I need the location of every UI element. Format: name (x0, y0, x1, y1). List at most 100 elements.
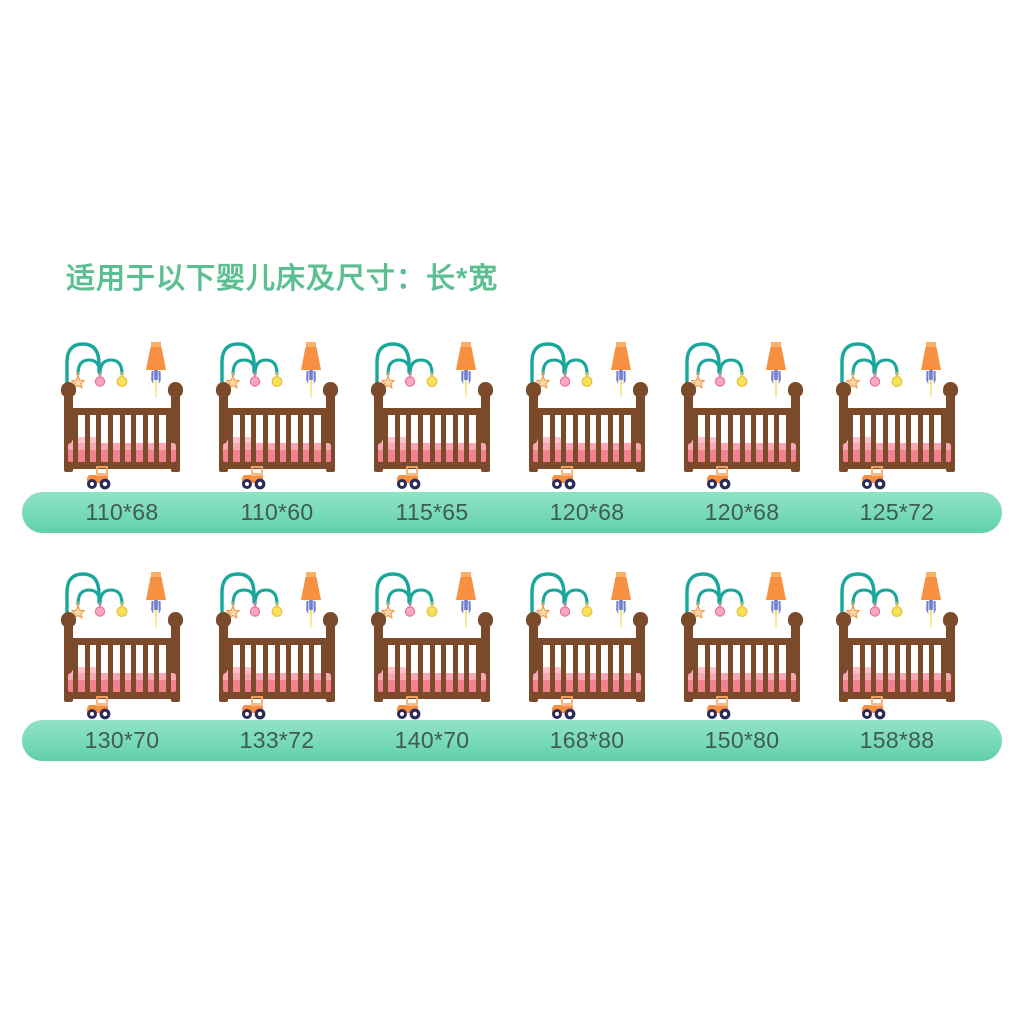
crib-slat (716, 642, 722, 694)
crib-post (529, 620, 538, 702)
crib-post (636, 620, 645, 702)
crib-slat (859, 412, 865, 464)
crib-post (636, 390, 645, 472)
crib-slat (704, 412, 710, 464)
crib-item[interactable] (47, 336, 197, 492)
crib-strip-2 (0, 566, 1024, 722)
crib-item[interactable] (357, 566, 507, 722)
hanging-pink-ball-icon (94, 376, 106, 387)
crib-frame (365, 610, 499, 702)
crib-slat (561, 642, 567, 694)
hanging-pink-ball-icon (869, 606, 881, 617)
crib-item[interactable] (47, 566, 197, 722)
crib-post (374, 620, 383, 702)
crib-slat (131, 642, 137, 694)
crib-slat (286, 412, 292, 464)
crib-slat (154, 642, 160, 694)
lamp-icon (141, 340, 171, 402)
crib-slat (107, 412, 113, 464)
crib-slat (464, 412, 470, 464)
crib-item[interactable] (822, 336, 972, 492)
toy-tractor-icon (394, 696, 428, 720)
crib-bottom-rail (839, 692, 955, 699)
crib-post (326, 620, 335, 702)
crib-slat (848, 412, 853, 464)
crib-illustration (55, 566, 189, 722)
crib-slat (73, 412, 78, 464)
mobile-arm-icon (218, 338, 292, 400)
crib-slats (73, 642, 171, 694)
crib-slat (251, 412, 257, 464)
crib-item[interactable] (202, 336, 352, 492)
crib-top-rail (839, 638, 955, 645)
size-label: 130*70 (84, 727, 160, 753)
crib-post (171, 390, 180, 472)
crib-slat (882, 412, 888, 464)
crib-slat (549, 412, 555, 464)
crib-top-rail (64, 408, 180, 415)
mobile-arm-icon (63, 338, 137, 400)
size-label: 110*60 (240, 499, 314, 525)
crib-bottom-rail (684, 692, 800, 699)
crib-slat (251, 642, 257, 694)
lamp-icon (761, 340, 791, 402)
hanging-yellow-ball-icon (116, 606, 128, 617)
crib-slat (572, 412, 578, 464)
crib-slat (906, 412, 912, 464)
lamp-icon (296, 340, 326, 402)
crib-slat (704, 642, 710, 694)
crib-row-1 (0, 336, 1024, 492)
crib-slat (119, 412, 125, 464)
crib-slat (464, 642, 470, 694)
crib-slat (406, 412, 412, 464)
crib-slat (107, 642, 113, 694)
crib-illustration (365, 336, 499, 492)
crib-item[interactable] (512, 566, 662, 722)
crib-slat (321, 412, 326, 464)
crib-post (839, 620, 848, 702)
crib-item[interactable] (202, 566, 352, 722)
crib-top-rail (684, 408, 800, 415)
crib-slat (631, 412, 636, 464)
crib-slat (572, 642, 578, 694)
crib-slats (73, 412, 171, 464)
crib-item[interactable] (512, 336, 662, 492)
crib-slat (239, 642, 245, 694)
crib-illustration (675, 566, 809, 722)
lamp-icon (296, 570, 326, 632)
crib-slats (848, 642, 946, 694)
crib-slat (917, 412, 923, 464)
size-label: 168*80 (549, 727, 625, 753)
crib-slat (693, 642, 698, 694)
crib-slat (607, 412, 613, 464)
hanging-yellow-ball-icon (891, 376, 903, 387)
crib-post (326, 390, 335, 472)
crib-bottom-rail (374, 692, 490, 699)
hanging-pink-ball-icon (249, 606, 261, 617)
crib-slat (762, 412, 768, 464)
crib-frame (675, 380, 809, 472)
crib-slat (929, 412, 935, 464)
crib-slat (584, 412, 590, 464)
crib-item[interactable] (822, 566, 972, 722)
crib-slat (239, 412, 245, 464)
crib-slat (871, 642, 877, 694)
hanging-yellow-ball-icon (426, 376, 438, 387)
hanging-pink-ball-icon (94, 606, 106, 617)
crib-item[interactable] (667, 566, 817, 722)
mobile-arm-icon (218, 568, 292, 630)
hanging-pink-ball-icon (714, 376, 726, 387)
crib-slats (848, 412, 946, 464)
crib-item[interactable] (357, 336, 507, 492)
crib-slat (786, 412, 791, 464)
crib-item[interactable] (667, 336, 817, 492)
crib-slat (429, 412, 435, 464)
crib-bottom-rail (219, 462, 335, 469)
size-label: 120*68 (549, 499, 625, 525)
crib-slat (297, 412, 303, 464)
crib-slat (894, 412, 900, 464)
crib-frame (520, 610, 654, 702)
size-label: 110*68 (85, 499, 159, 525)
toy-tractor-icon (84, 696, 118, 720)
